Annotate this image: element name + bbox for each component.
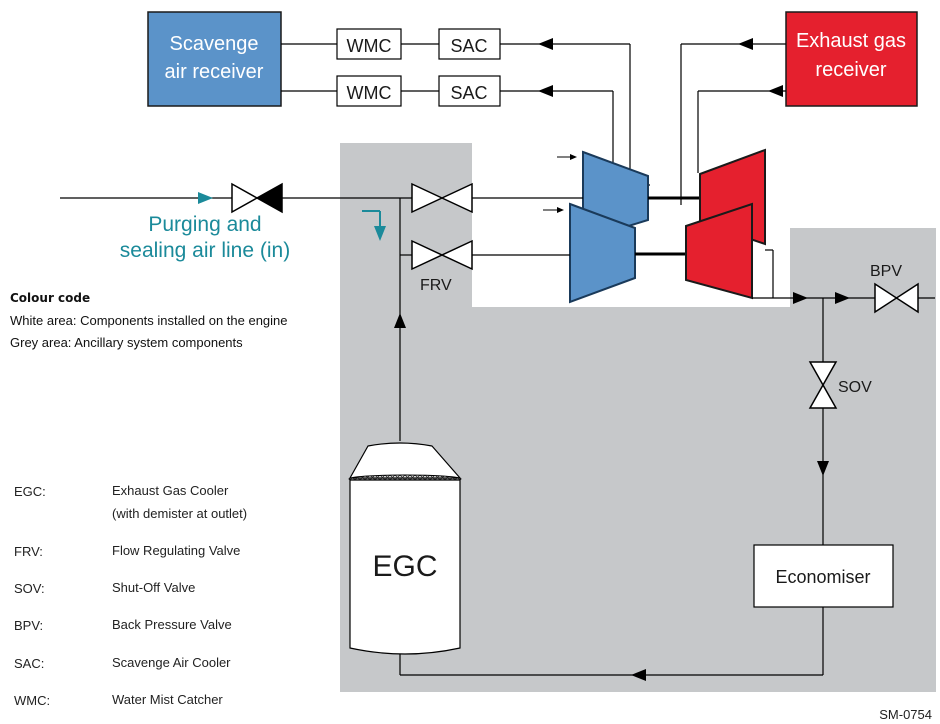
arrow-inlet-upper — [570, 154, 577, 160]
arrow-scavenge-upper — [538, 38, 553, 50]
purge-valve-left — [231, 182, 259, 214]
legend-desc-egc-1: Exhaust Gas Cooler — [112, 483, 229, 498]
arrow-scavenge-lower — [538, 85, 553, 97]
legend-desc-egc-2: (with demister at outlet) — [112, 506, 248, 521]
scavenge-receiver-label-1: Scavenge — [170, 33, 259, 55]
purging-label-1: Purging and — [148, 213, 261, 236]
economiser-label: Economiser — [775, 567, 870, 587]
exhaust-gas-receiver — [785, 11, 918, 107]
compressor-inlet-arrows — [543, 156, 575, 211]
legend-abbr-egc: EGC: — [14, 484, 46, 499]
sac-lower-label: SAC — [450, 83, 487, 103]
legend-desc-frv: Flow Regulating Valve — [112, 543, 241, 558]
turbine-lower — [685, 202, 753, 300]
legend-desc-sac: Scavenge Air Cooler — [112, 655, 231, 670]
wmc-upper-label: WMC — [347, 36, 392, 56]
arrow-outlet-1 — [793, 292, 808, 304]
drawing-code: SM-0754 — [879, 707, 932, 722]
compressor-lower — [569, 202, 636, 304]
exhaust-receiver-label-2: receiver — [815, 59, 886, 81]
wmc-lower-label: WMC — [347, 83, 392, 103]
wmc-upper-box — [336, 28, 402, 60]
purge-valve-right — [255, 182, 283, 214]
purging-label-2: sealing air line (in) — [120, 239, 290, 262]
arrow-exhaust-lower — [768, 85, 783, 97]
sac-upper-label: SAC — [450, 36, 487, 56]
arrow-outlet-2 — [835, 292, 850, 304]
sov-label: SOV — [838, 379, 872, 396]
colour-code-title: Colour code — [10, 291, 91, 305]
sac-upper-box — [438, 28, 501, 60]
economiser-box — [753, 544, 894, 608]
teal-arrow-head — [374, 226, 386, 241]
frv-label: FRV — [420, 277, 452, 294]
legend-desc-wmc: Water Mist Catcher — [112, 692, 223, 707]
legend-abbr-sac: SAC: — [14, 656, 45, 671]
frv-valve-upper — [411, 182, 473, 214]
legend-desc-bpv: Back Pressure Valve — [112, 617, 232, 632]
arrow-down-economiser — [817, 461, 829, 476]
legend-abbr-sov: SOV: — [14, 581, 45, 596]
return-line — [399, 607, 824, 676]
wmc-lower-box — [336, 75, 402, 107]
colour-code-grey: Grey area: Ancillary system components — [10, 335, 243, 350]
arrow-egc-up — [394, 313, 406, 328]
exhaust-receiver-label-1: Exhaust gas — [796, 30, 906, 52]
frv-valve-lower — [411, 239, 473, 271]
legend-abbr-bpv: BPV: — [14, 618, 44, 633]
legend-abbr-frv: FRV: — [14, 544, 43, 559]
colour-code-white: White area: Components installed on the … — [10, 313, 288, 328]
sov-valve — [808, 361, 838, 409]
scavenge-air-receiver — [147, 11, 282, 107]
arrow-inlet-lower — [557, 207, 564, 213]
teal-flow-indicator — [362, 210, 381, 228]
egc-label: EGC — [372, 550, 437, 583]
arrow-return — [631, 669, 646, 681]
egc-unit — [348, 442, 462, 655]
arrow-purge-teal — [198, 192, 213, 204]
sac-lower-box — [438, 75, 501, 107]
bpv-valve — [874, 282, 919, 314]
legend-abbr-wmc: WMC: — [14, 693, 51, 708]
arrow-exhaust-upper — [738, 38, 753, 50]
legend-desc-sov: Shut-Off Valve — [112, 580, 196, 595]
scavenge-receiver-label-2: air receiver — [165, 61, 264, 83]
bpv-label: BPV — [870, 263, 902, 280]
